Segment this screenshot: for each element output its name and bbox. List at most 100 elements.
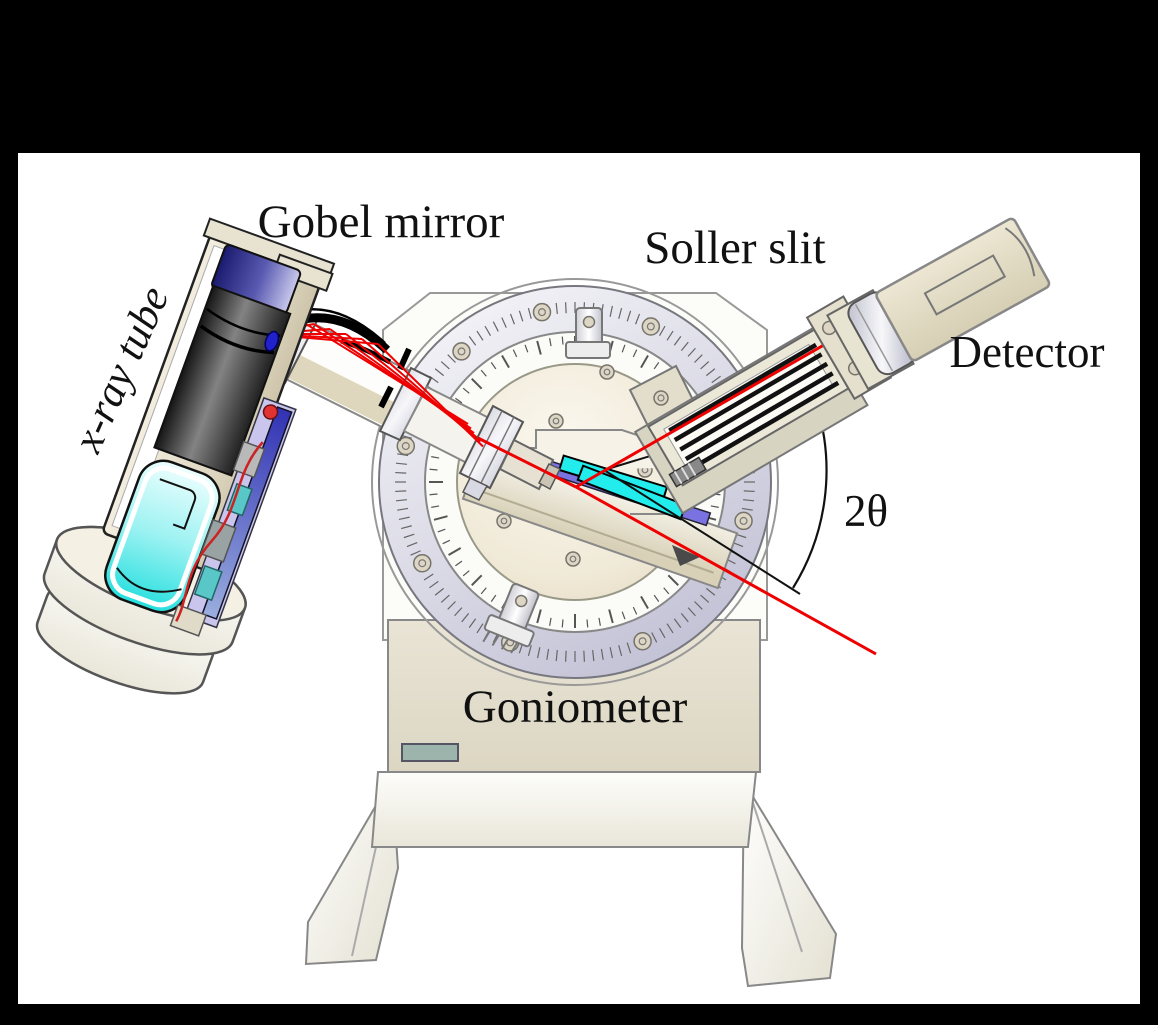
outer-tick bbox=[434, 368, 445, 377]
outer-tick bbox=[618, 307, 623, 319]
screw bbox=[734, 511, 753, 531]
screw-center bbox=[603, 368, 611, 376]
inner-tick bbox=[501, 355, 510, 369]
inner-tick bbox=[429, 493, 438, 496]
outer-tick bbox=[423, 573, 434, 581]
outer-tick bbox=[447, 354, 456, 363]
beam-nozzle bbox=[498, 438, 555, 491]
inner-tick bbox=[433, 515, 448, 521]
inner-tick bbox=[586, 619, 589, 628]
diffracted-beam bbox=[575, 320, 865, 489]
tube-electronics bbox=[169, 396, 297, 637]
red-knob bbox=[262, 404, 279, 420]
inner-tick bbox=[431, 456, 440, 459]
inner-tick bbox=[549, 338, 552, 347]
inner-tick bbox=[621, 344, 626, 353]
inner-tick bbox=[448, 547, 462, 556]
soller-slit bbox=[633, 322, 869, 515]
nozzle-tip bbox=[537, 463, 562, 491]
outer-tick bbox=[626, 642, 632, 654]
inner-tick bbox=[608, 609, 614, 624]
screw-center bbox=[739, 516, 748, 525]
inner-tick bbox=[429, 468, 438, 471]
cylinder-ring-2 bbox=[199, 324, 275, 355]
outer-tick bbox=[687, 347, 696, 357]
component-block-teal bbox=[226, 482, 253, 517]
outer-tick bbox=[454, 607, 463, 617]
xray-tube bbox=[35, 217, 336, 695]
screw-center bbox=[569, 555, 577, 563]
outer-tick bbox=[555, 650, 558, 662]
screw-center bbox=[552, 417, 560, 425]
screw bbox=[641, 317, 661, 336]
screw bbox=[565, 551, 581, 567]
inner-tick bbox=[524, 344, 529, 353]
outer-tick bbox=[673, 618, 682, 628]
label-goniometer: Goniometer bbox=[463, 681, 688, 733]
outer-tick bbox=[711, 375, 721, 384]
body-base bbox=[370, 771, 758, 848]
outer-tick bbox=[618, 645, 623, 657]
outer-tick bbox=[447, 601, 456, 610]
screw bbox=[413, 553, 432, 573]
soller-plate-4 bbox=[684, 371, 834, 462]
outer-tick bbox=[658, 325, 666, 336]
screw-center bbox=[418, 559, 427, 568]
outer-tick bbox=[429, 580, 439, 589]
outer-tick bbox=[434, 587, 445, 596]
outer-tick bbox=[527, 307, 532, 319]
outer-tick bbox=[705, 587, 716, 596]
inner-tick bbox=[561, 619, 564, 628]
outer-tick bbox=[700, 361, 710, 370]
label-two-theta: 2θ bbox=[844, 486, 888, 536]
connector-stripe bbox=[687, 462, 697, 477]
outer-tick bbox=[583, 650, 586, 662]
xray-beam-fan bbox=[262, 318, 484, 448]
screw-center bbox=[457, 347, 466, 356]
screw bbox=[532, 302, 552, 322]
outer-tick bbox=[666, 623, 674, 634]
outer-tick bbox=[476, 330, 484, 341]
inner-tick bbox=[480, 587, 487, 595]
index-arrow bbox=[672, 545, 700, 566]
outer-tick bbox=[484, 325, 492, 336]
outer-tick bbox=[592, 650, 595, 662]
screw-center bbox=[500, 517, 508, 525]
outer-tick bbox=[609, 305, 614, 317]
outer-tick bbox=[680, 341, 689, 352]
inner-tick bbox=[561, 336, 564, 345]
collar-tab bbox=[461, 477, 489, 501]
slab-groove bbox=[479, 489, 714, 574]
outer-tick bbox=[410, 550, 421, 556]
outer-tick bbox=[564, 650, 567, 662]
direct-beam-direction-line bbox=[603, 469, 801, 595]
outer-tick bbox=[680, 612, 689, 623]
outer-tick bbox=[395, 499, 407, 502]
soller-plate-2 bbox=[673, 352, 823, 443]
plate-cutout-circle bbox=[371, 278, 779, 686]
outer-tick bbox=[700, 594, 710, 603]
collar-line-1 bbox=[468, 410, 503, 478]
right-leg bbox=[740, 778, 838, 988]
screw-center bbox=[537, 308, 546, 317]
outer-tick bbox=[403, 533, 415, 539]
outer-tick bbox=[555, 302, 558, 314]
inner-tick bbox=[536, 340, 542, 355]
label-gobel-mirror: Gobel mirror bbox=[258, 196, 505, 248]
outer-tick bbox=[395, 462, 407, 465]
bottom-clamp bbox=[482, 583, 540, 654]
inner-tick bbox=[536, 609, 542, 624]
right-leg-crease bbox=[749, 793, 803, 953]
outer-tick bbox=[406, 542, 418, 548]
label-detector: Detector bbox=[950, 327, 1105, 377]
inner-tick bbox=[549, 617, 552, 626]
detector-body bbox=[875, 217, 1051, 362]
outer-tick bbox=[397, 507, 409, 511]
inner-tick bbox=[667, 574, 679, 586]
inner-tick bbox=[653, 362, 660, 370]
outer-tick bbox=[694, 354, 703, 363]
incident-beam bbox=[477, 436, 577, 489]
inner-tick bbox=[621, 611, 626, 620]
outer-tick bbox=[395, 490, 407, 493]
